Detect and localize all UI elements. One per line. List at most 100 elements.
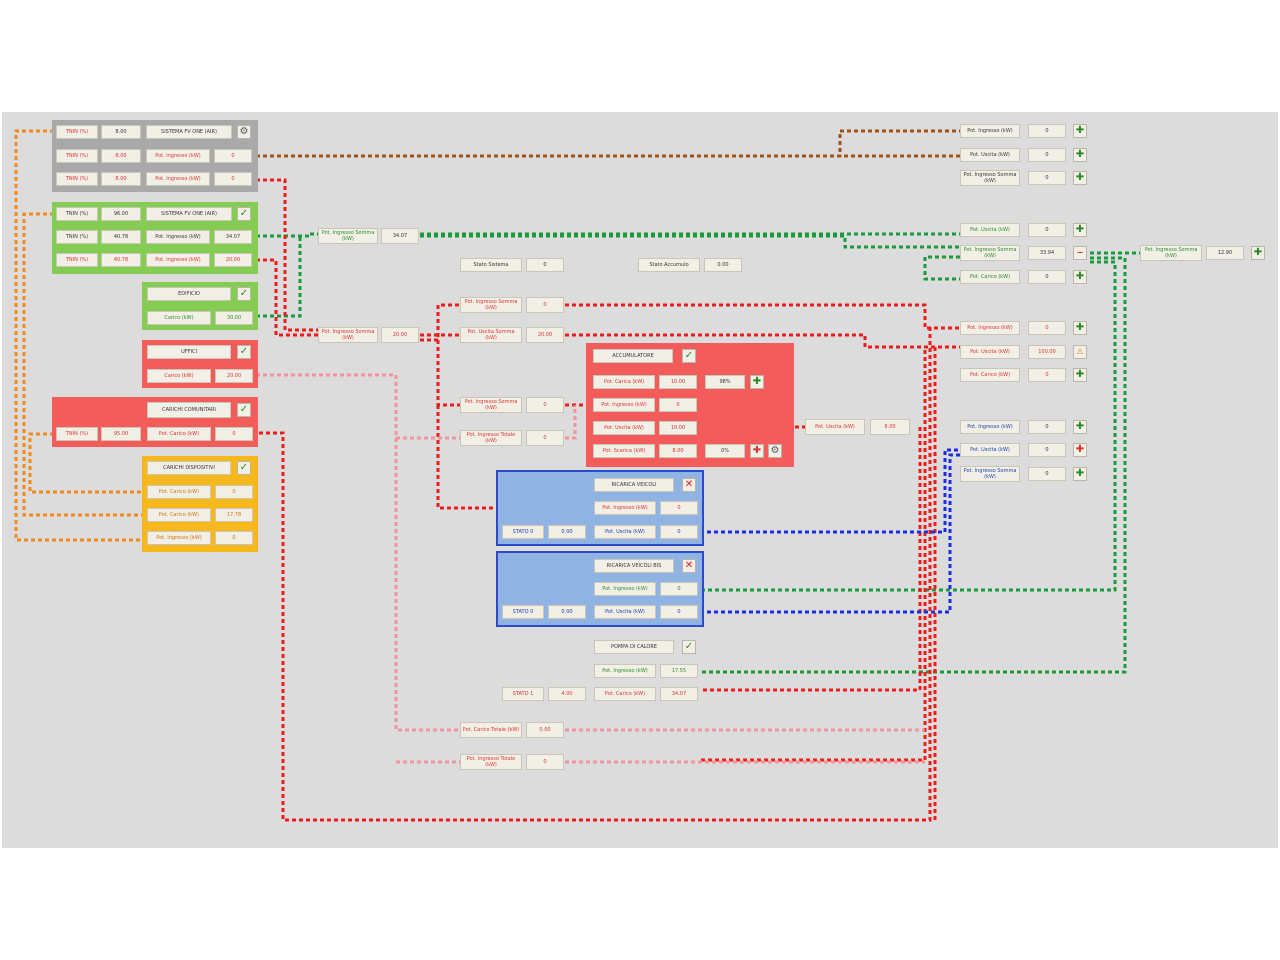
node-n7-value: 0 [526, 397, 564, 413]
ricarica1-uscita-value: 0 [660, 525, 698, 539]
green-label-2: TNIN (%) [56, 230, 98, 244]
dispositivi-label-3: Pot. Ingresso (kW) [147, 531, 211, 545]
node-ingresso-somma2-value: 20.00 [381, 327, 419, 343]
accumulo-value-2: 0 [659, 398, 697, 412]
dispositivi-value-1: 0 [215, 485, 253, 499]
ricarica2-status: STATO 0 [502, 605, 544, 619]
check-icon[interactable]: ✓ [237, 287, 251, 301]
accumulo-soc-bottom: 0% [705, 444, 745, 458]
plus-icon[interactable]: ✚ [750, 375, 764, 389]
plus-icon[interactable]: ✚ [1073, 321, 1087, 335]
plus-icon[interactable]: ✚ [1073, 420, 1087, 434]
node-n8-value: 0 [526, 430, 564, 446]
right-label-2: Pot. Uscita (kW) [960, 148, 1020, 162]
right-value-7: 0 [1028, 321, 1066, 335]
settings-icon[interactable]: ⚙ [768, 444, 782, 458]
edificio-label: Carico (kW) [147, 311, 211, 325]
plus-icon[interactable]: ✚ [1073, 223, 1087, 237]
ricarica2-uscita-label: Pot. Uscita (kW) [594, 605, 656, 619]
ricarica1-status-value: 0.00 [548, 525, 586, 539]
pompa-status-value: 4.00 [548, 687, 586, 701]
right-label-12: Pot. Ingresso Somma (kW) [960, 466, 1020, 482]
right-label-8: Pot. Uscita (kW) [960, 345, 1020, 359]
dispositivi-header: CARICHI DISPOSITIVI [147, 461, 231, 475]
plus-icon[interactable]: ✚ [1073, 148, 1087, 162]
pompa-ingresso-label: Pot. Ingresso (kW) [594, 664, 656, 678]
close-icon[interactable]: ✕ [682, 478, 696, 492]
plus-red-icon[interactable]: ✚ [1073, 443, 1087, 457]
node-stato-accumulo-value: 0.00 [704, 258, 742, 272]
right-label-5: Pot. Ingresso Somma (kW) [960, 245, 1020, 261]
accumulo-label-4: Pot. Scarica (kW) [593, 444, 655, 458]
right-label-10: Pot. Ingresso (kW) [960, 420, 1020, 434]
accumulo-soc-top: 98% [705, 375, 745, 389]
ricarica2-uscita-value: 0 [660, 605, 698, 619]
plus-icon[interactable]: ✚ [1073, 124, 1087, 138]
gray-label-3: TNIN (%) [56, 172, 98, 186]
pompa-carico-label: Pot. Carico (kW) [594, 687, 656, 701]
ricarica1-ingresso-label: Pot. Ingresso (kW) [594, 501, 656, 515]
dispositivi-value-2: 17.78 [215, 508, 253, 522]
check-icon[interactable]: ✓ [237, 207, 251, 221]
comunitari-value: 95.00 [101, 427, 141, 441]
node-n9-value: 8.00 [870, 419, 910, 435]
plus-icon[interactable]: ✚ [1251, 246, 1265, 260]
green-value-2: 40.78 [101, 230, 141, 244]
gray-power-value-3: 0 [214, 172, 252, 186]
accumulo-label-1: Pot. Carica (kW) [593, 375, 655, 389]
plus-icon[interactable]: ✚ [1073, 368, 1087, 382]
warning-icon[interactable]: ⚠ [1073, 345, 1087, 359]
node-n10-value: 0.00 [526, 722, 564, 738]
pompa-carico-value: 34.07 [660, 687, 698, 701]
check-icon[interactable]: ✓ [237, 345, 251, 359]
node-n8-label: Pot. Ingresso Totale (kW) [460, 430, 522, 446]
uffici-value: 20.00 [215, 369, 253, 383]
right-label-3: Pot. Ingresso Somma (kW) [960, 170, 1020, 186]
close-icon[interactable]: ✕ [682, 559, 696, 573]
check-icon[interactable]: ✓ [682, 349, 696, 363]
right-value-4: 0 [1028, 223, 1066, 237]
accumulo-value-1: 10.00 [659, 375, 697, 389]
plus-red-icon[interactable]: ✚ [750, 444, 764, 458]
right-value-1: 0 [1028, 124, 1066, 138]
node-n5-label: Pot. Ingresso Somma (kW) [460, 297, 522, 313]
check-icon[interactable]: ✓ [237, 461, 251, 475]
ricarica1-uscita-label: Pot. Uscita (kW) [594, 525, 656, 539]
right-value-2: 0 [1028, 148, 1066, 162]
plus-icon[interactable]: ✚ [1073, 171, 1087, 185]
gray-value-1: 8.00 [101, 125, 141, 139]
green-power-value-2: 34.07 [214, 230, 252, 244]
node-n6-value: 20.00 [526, 327, 564, 343]
plus-icon[interactable]: ✚ [1073, 467, 1087, 481]
right-value-12: 0 [1028, 467, 1066, 481]
farright-label: Pot. Ingresso Somma (kW) [1140, 245, 1202, 261]
ricarica2-ingresso-value: 0 [660, 582, 698, 596]
minus-icon[interactable]: − [1073, 246, 1087, 260]
right-label-7: Pot. Ingresso (kW) [960, 321, 1020, 335]
ricarica1-ingresso-value: 0 [660, 501, 698, 515]
node-n11-value: 0 [526, 754, 564, 770]
gear-icon[interactable]: ⚙ [237, 125, 251, 139]
dispositivi-label-2: Pot. Carico (kW) [147, 508, 211, 522]
farright-value: 12.90 [1206, 246, 1244, 260]
gray-value-3: 8.00 [101, 172, 141, 186]
ricarica2-status-value: 0.00 [548, 605, 586, 619]
node-n5-value: 0 [526, 297, 564, 313]
right-label-6: Pot. Carico (kW) [960, 270, 1020, 284]
node-ingresso-somma-label: Pot. Ingresso Somma (kW) [318, 228, 378, 244]
ricarica2-header: RICARICA VEICOLI BIS [594, 559, 674, 573]
green-value-3: 40.78 [101, 253, 141, 267]
green-label-3: TNIN (%) [56, 253, 98, 267]
gray-power-label-2: Pot. Ingresso (kW) [146, 149, 210, 163]
plus-icon[interactable]: ✚ [1073, 270, 1087, 284]
node-stato-accumulo-label: Stato Accumulo [638, 258, 700, 272]
check-icon[interactable]: ✓ [682, 640, 696, 654]
comunitari-label: TNIN (%) [56, 427, 98, 441]
node-ingresso-somma2-label: Pot. Ingresso Somma (kW) [318, 327, 378, 343]
accumulo-header: ACCUMULATORE [593, 349, 673, 363]
accumulo-label-3: Pot. Uscita (kW) [593, 421, 655, 435]
check-icon[interactable]: ✓ [237, 403, 251, 417]
comunitari-header: CARICHI COMUNITARI [147, 402, 231, 418]
green-power-label-2: Pot. Ingresso (kW) [146, 230, 210, 244]
right-label-1: Pot. Ingresso (kW) [960, 124, 1020, 138]
